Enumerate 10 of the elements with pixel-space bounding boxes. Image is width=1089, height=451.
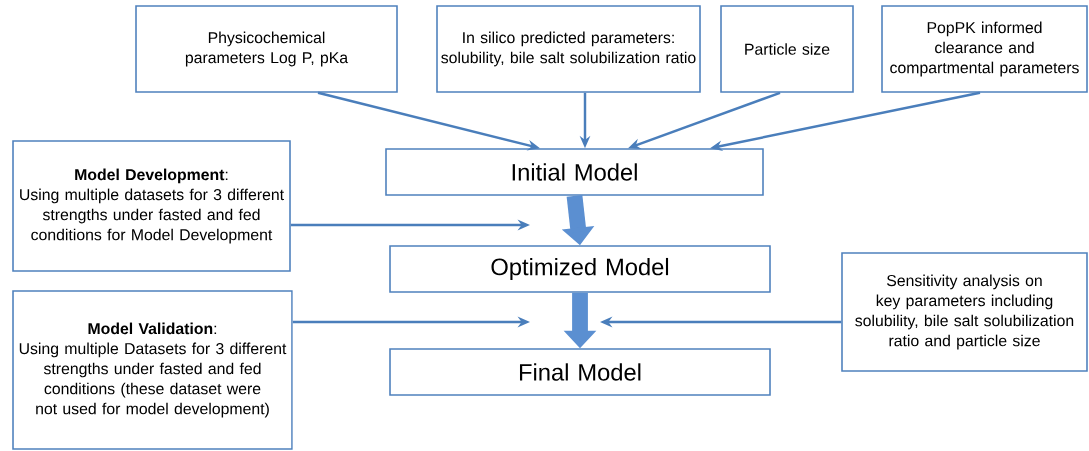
input-box: Model Development: Using multiple datasets for 3 different strengths under fasted and fed conditions for Model Development [12,140,291,272]
model-box: Initial Model [385,148,764,196]
input-box: In silico predicted parameters: solubility, bile salt solubilization ratio [436,5,701,93]
input-box: Model Validation: Using multiple Datasets for 3 different strengths under fasted and fed conditions (these dataset were not used for model development) [12,290,293,450]
model-box: Final Model [389,348,771,396]
input-box: Physicochemical parameters Log P, pKa [135,5,398,93]
input-box: PopPK informed clearance and compartmental parameters [881,5,1088,93]
input-box: Sensitivity analysis on key parameters including solubility, bile salt solubilization ratio and particle size [841,252,1088,372]
input-box: Particle size [720,5,854,93]
model-box: Optimized Model [389,245,771,293]
